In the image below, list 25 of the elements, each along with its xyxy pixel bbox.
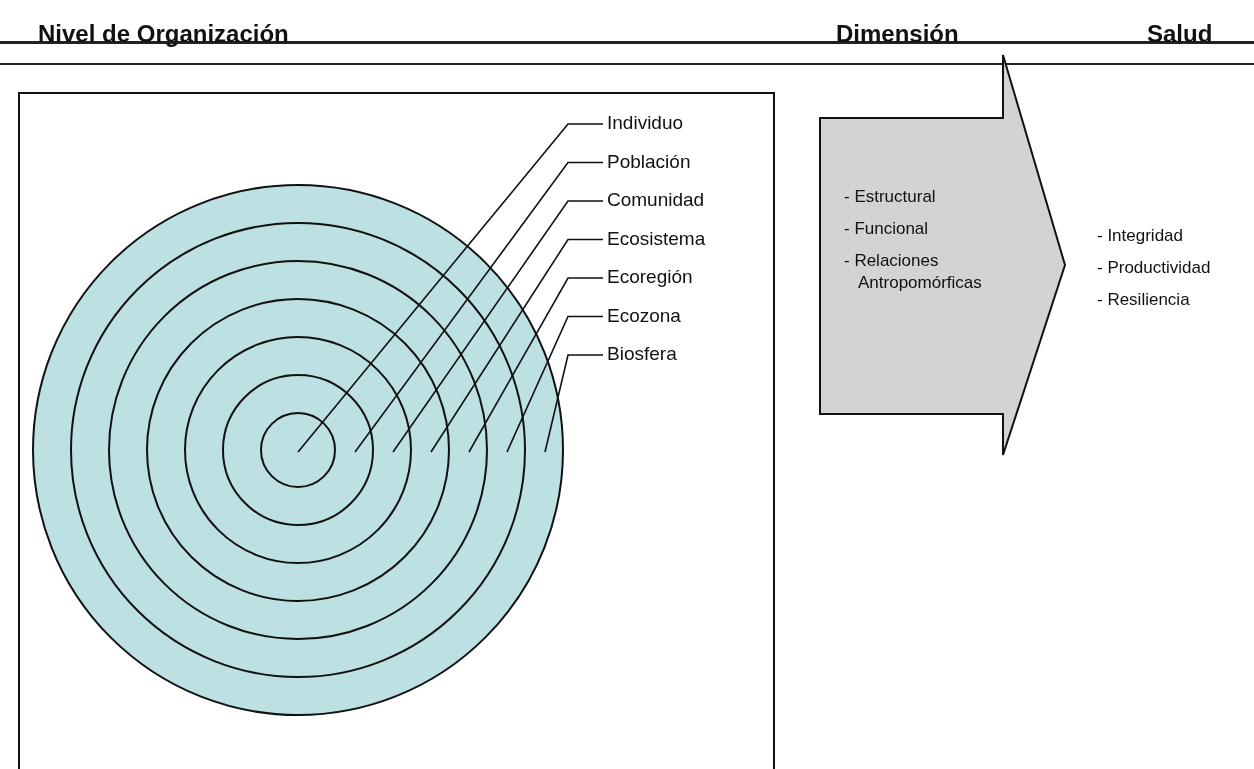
level-label: Biosfera <box>607 343 677 365</box>
level-label: Ecosistema <box>607 227 706 250</box>
level-label: Población <box>607 150 691 173</box>
level-label: Ecozona <box>607 304 681 327</box>
health-item: - Resiliencia <box>1097 290 1190 310</box>
dimension-item: - Funcional <box>844 218 930 240</box>
level-label: Comunidad <box>607 189 705 211</box>
column-header: Dimensión <box>836 20 959 48</box>
panel-frame <box>18 92 775 769</box>
leader-line <box>392 200 604 453</box>
dimension-item: - Estructural <box>844 186 937 208</box>
level-label: Ecoregión <box>607 266 693 288</box>
leader-line <box>544 354 604 453</box>
health-item: - Productividad <box>1097 258 1211 278</box>
leader-line <box>354 161 604 453</box>
arrow-shape <box>818 52 1068 458</box>
leader-line <box>468 277 604 453</box>
column-header: Nivel de Organización <box>38 20 289 48</box>
column-header: Salud <box>1147 20 1213 48</box>
dimension-item: - Relaciones Antropomórficas <box>844 250 983 294</box>
leader-line <box>506 315 604 453</box>
leader-line <box>430 238 604 453</box>
level-label: Individuo <box>607 112 684 134</box>
leader-line <box>297 123 604 453</box>
health-item: - Integridad <box>1097 226 1183 246</box>
